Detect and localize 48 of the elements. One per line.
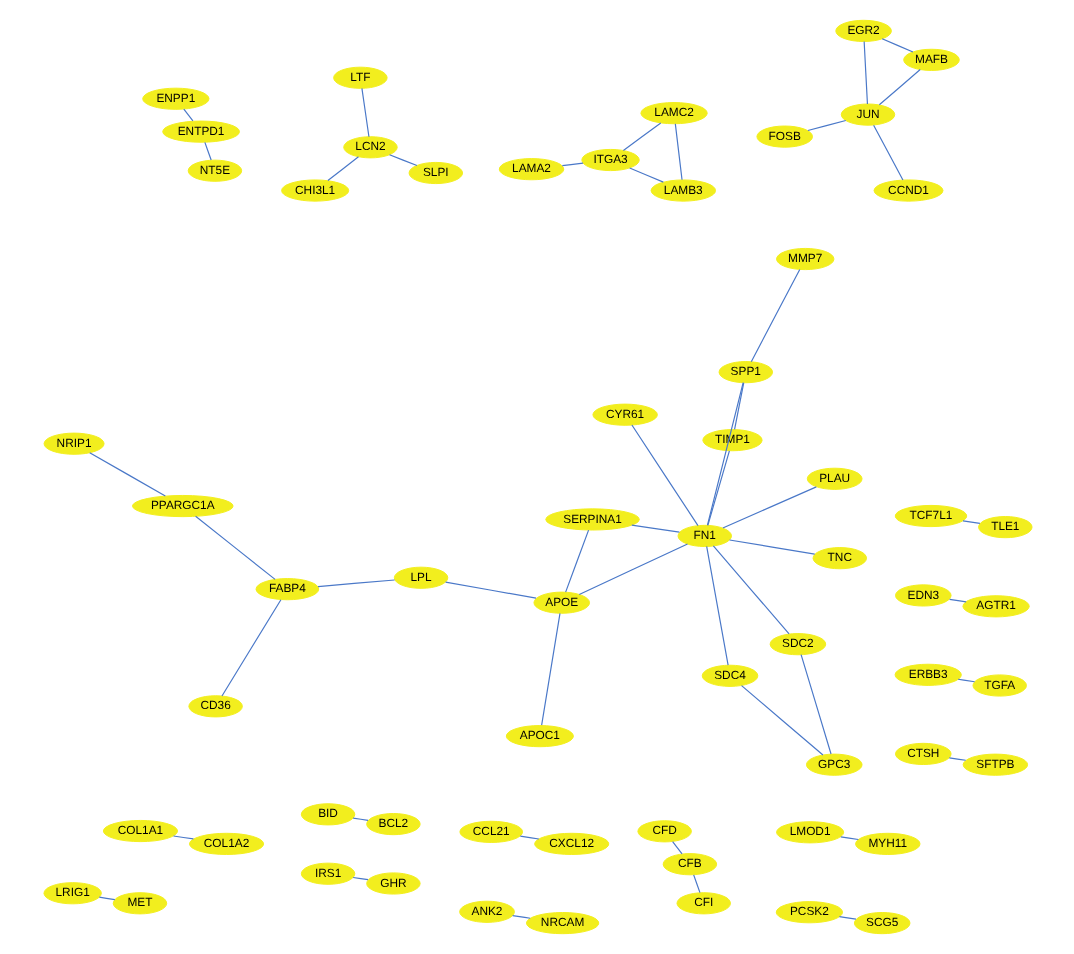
connector xyxy=(360,87,369,138)
connector xyxy=(560,162,583,167)
connector xyxy=(511,915,530,919)
connector xyxy=(880,38,913,53)
connector xyxy=(961,520,980,524)
connector xyxy=(673,123,682,181)
connector xyxy=(839,836,858,841)
connector xyxy=(577,543,688,596)
connector xyxy=(705,545,728,666)
connector xyxy=(444,581,536,599)
connector xyxy=(740,685,823,756)
connector xyxy=(837,916,856,920)
connector xyxy=(540,612,560,726)
connector xyxy=(387,154,417,167)
connector xyxy=(630,424,698,527)
connector xyxy=(621,122,661,152)
connector xyxy=(799,654,831,755)
connector xyxy=(351,817,368,821)
connector xyxy=(351,876,368,881)
connector xyxy=(806,119,846,132)
connector xyxy=(203,141,211,161)
connector xyxy=(194,515,275,580)
connector xyxy=(518,835,539,840)
connector xyxy=(692,874,700,894)
connector xyxy=(97,896,115,901)
connector xyxy=(872,124,903,181)
connector xyxy=(877,68,920,106)
connector xyxy=(630,524,679,533)
connector xyxy=(671,841,682,855)
connector xyxy=(705,382,743,526)
connector xyxy=(564,529,589,593)
connector xyxy=(182,108,193,122)
connector xyxy=(727,539,815,555)
connector xyxy=(721,486,816,529)
connector xyxy=(706,450,729,526)
connector xyxy=(88,452,165,497)
connector xyxy=(947,757,966,761)
connector xyxy=(220,599,281,697)
connector xyxy=(862,40,868,105)
connector xyxy=(749,268,800,363)
connector xyxy=(326,156,359,182)
connector xyxy=(711,545,789,635)
connector xyxy=(956,678,975,683)
connector xyxy=(733,382,744,430)
connector xyxy=(628,167,663,183)
connector xyxy=(316,579,395,588)
connector xyxy=(171,835,194,840)
connector xyxy=(948,598,966,603)
